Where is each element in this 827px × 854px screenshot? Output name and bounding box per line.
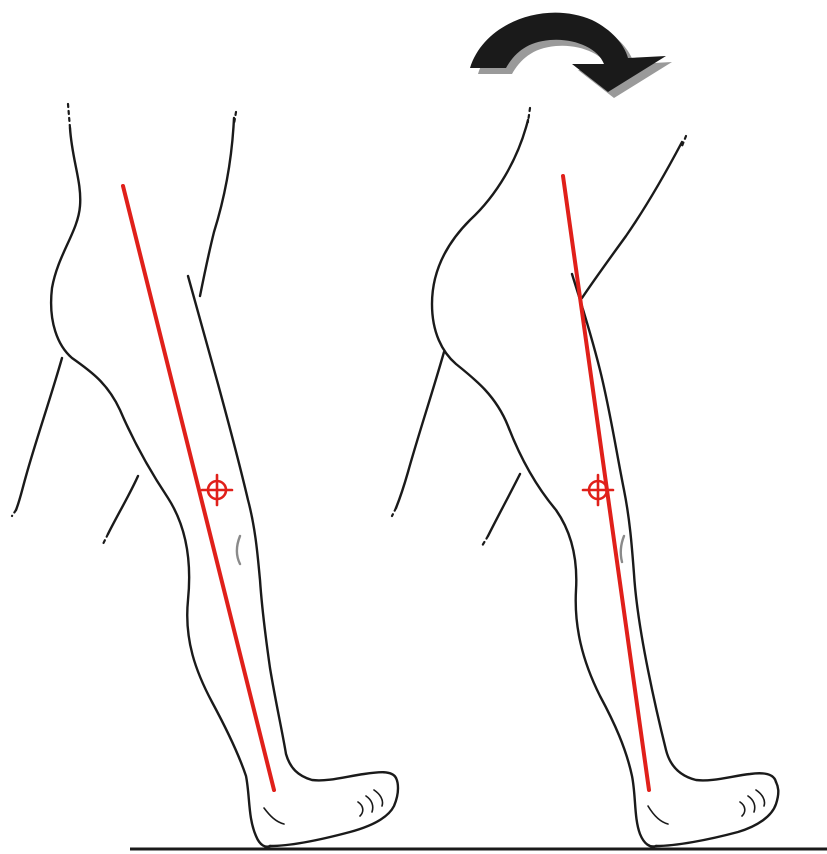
right-cut-rear-calf bbox=[482, 536, 488, 546]
left-leg-rear-calf bbox=[108, 476, 138, 534]
left-center-marker-icon bbox=[202, 475, 232, 505]
left-leg-front-shin bbox=[188, 276, 396, 780]
left-cut-top-back bbox=[68, 104, 70, 128]
right-knee-mark bbox=[621, 536, 624, 562]
left-leg-front-thigh bbox=[200, 118, 234, 296]
right-ankle-detail bbox=[648, 806, 668, 824]
left-ankle-detail bbox=[264, 808, 284, 824]
right-leg-front-shin bbox=[572, 274, 776, 782]
right-leg-figure bbox=[392, 108, 778, 847]
right-leg-rear-calf bbox=[488, 474, 520, 536]
left-foot-sole bbox=[270, 778, 398, 846]
right-axis-line bbox=[563, 176, 649, 790]
left-leg-back-outline bbox=[51, 128, 270, 847]
right-foot-sole bbox=[656, 782, 778, 846]
left-foot-toes bbox=[358, 790, 383, 816]
right-leg-front-thigh bbox=[582, 142, 682, 298]
left-leg-rear-outline bbox=[16, 358, 62, 510]
left-leg-figure bbox=[12, 104, 398, 847]
left-axis-line bbox=[123, 186, 274, 790]
right-foot-toes bbox=[740, 790, 765, 816]
left-knee-mark bbox=[237, 536, 240, 564]
left-cut-rear-calf bbox=[102, 534, 108, 546]
left-cut-top-front bbox=[234, 112, 236, 124]
right-cut-rear bbox=[392, 508, 396, 516]
clockwise-curved-arrow-icon bbox=[470, 13, 672, 98]
right-leg-rear-outline bbox=[396, 352, 444, 508]
left-cut-rear bbox=[12, 510, 16, 516]
